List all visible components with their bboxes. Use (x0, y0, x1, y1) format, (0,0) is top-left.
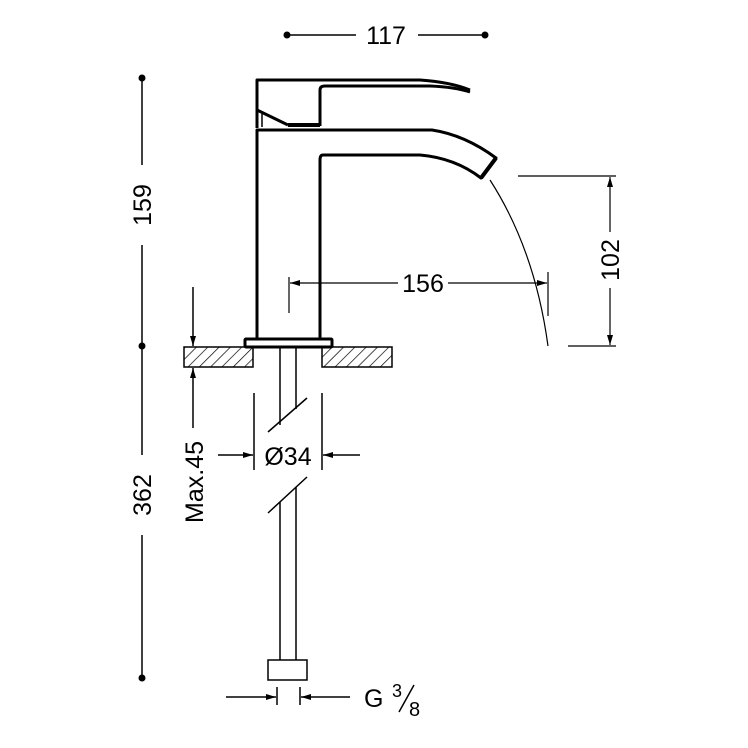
pipe-end-fitting (267, 659, 308, 681)
faucet-handle-lever (318, 84, 471, 126)
countertop-left-hatch (183, 346, 254, 368)
dimension-endpoint-dot (283, 31, 291, 39)
countertop-right-hatch (321, 346, 393, 368)
thread-fraction-slash (398, 684, 415, 713)
dimension-connection-thread: G 3 8 (226, 681, 420, 721)
dimension-endpoint-dot (138, 342, 146, 350)
water-stream-arc (489, 179, 549, 347)
faucet-body (243, 78, 498, 349)
pipe-break-mark (267, 476, 308, 514)
dimension-max-deck-thickness: Max.45 (181, 287, 209, 523)
dim-label-117: 117 (366, 22, 406, 50)
faucet-base-plate (243, 337, 334, 349)
faucet-handle-outline (255, 78, 471, 128)
dim-label-diameter: Ø34 (264, 443, 311, 471)
thread-prefix: G (364, 685, 383, 713)
pipe-break-mark (267, 397, 308, 433)
dimension-spout-height: 102 (518, 175, 625, 347)
countertop-section (183, 346, 393, 368)
faucet-handle-bevel (256, 108, 289, 127)
dim-label-156: 156 (402, 270, 444, 298)
thread-numerator: 3 (392, 681, 402, 701)
dimension-spout-reach: 156 (288, 270, 549, 316)
faucet-spout-outlet (479, 156, 498, 180)
dimension-top-width: 117 (283, 22, 489, 50)
dim-label-159: 159 (129, 184, 157, 226)
dim-label-362: 362 (129, 474, 157, 516)
supply-pipe (267, 347, 308, 681)
dim-label-max45: Max.45 (181, 441, 209, 523)
faucet-spout-body (255, 128, 498, 338)
thread-denominator: 8 (409, 699, 420, 721)
dimension-hole-diameter: Ø34 (218, 393, 360, 471)
dim-label-102: 102 (597, 239, 625, 281)
dimension-endpoint-dot (138, 674, 146, 682)
dimension-left-heights: 159 362 (129, 74, 157, 682)
dimension-endpoint-dot (481, 31, 489, 39)
dimension-endpoint-dot (138, 74, 146, 82)
